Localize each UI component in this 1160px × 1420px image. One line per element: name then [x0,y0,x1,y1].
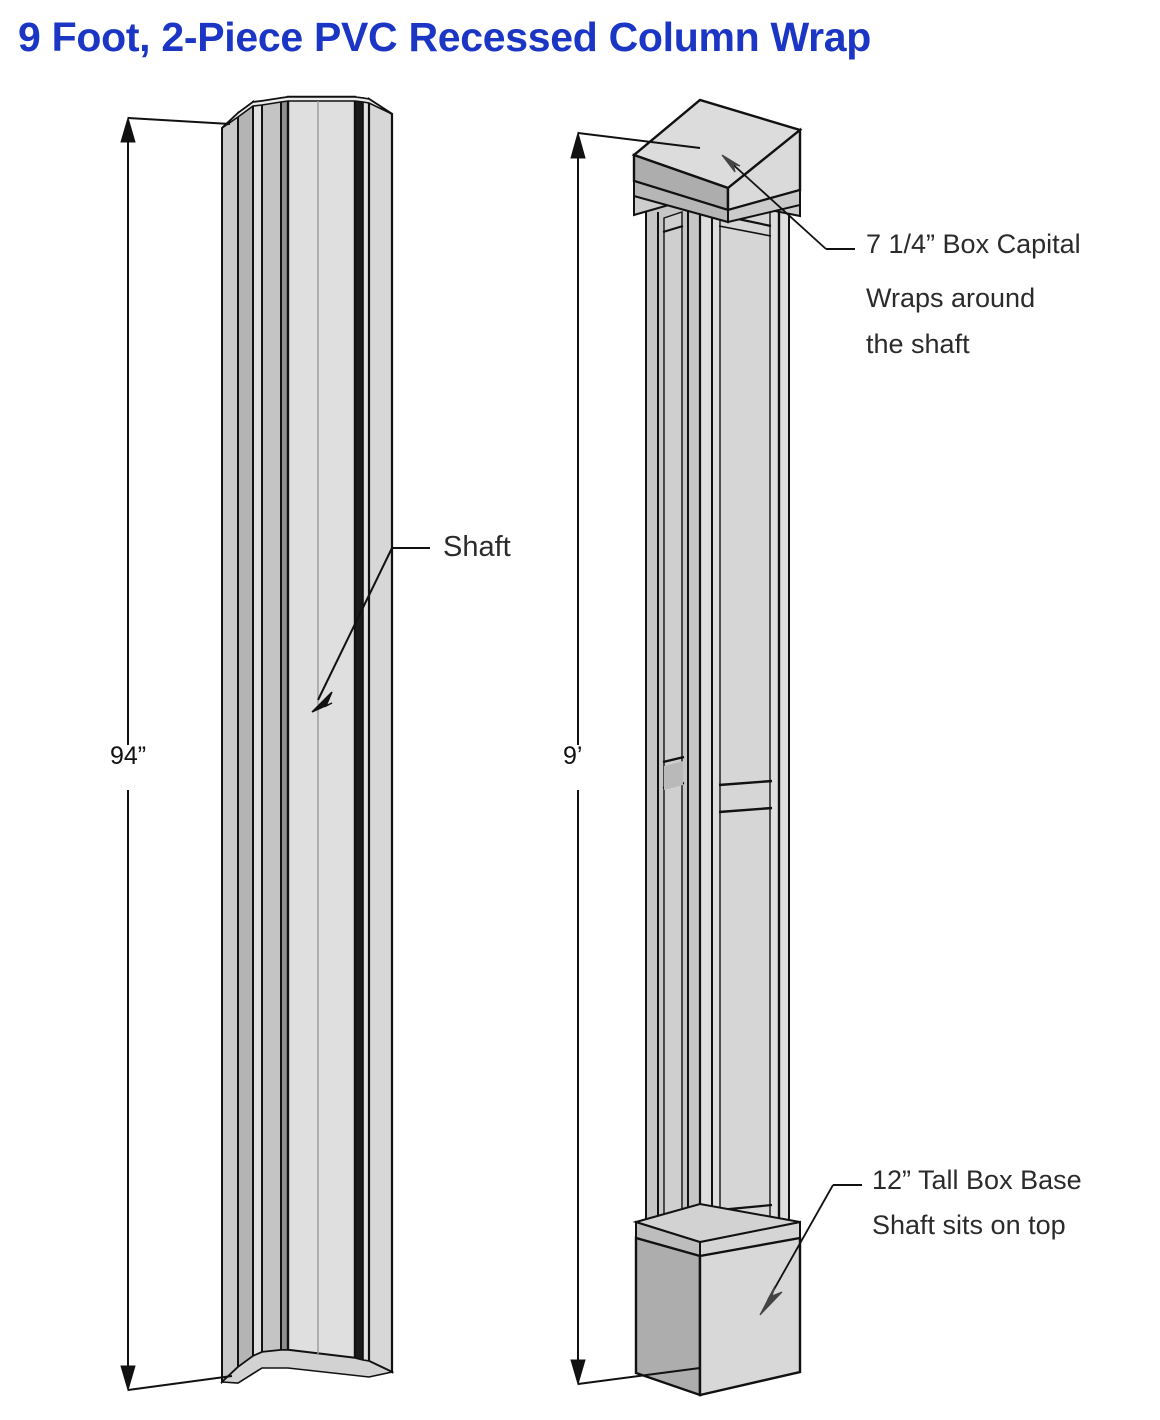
left-column-figure [120,95,430,1392]
left-dimension-label: 94” [110,742,147,770]
left-shaft-right-strip [367,96,394,1374]
page-title: 9 Foot, 2-Piece PVC Recessed Column Wrap [18,14,872,60]
shaft-callout-leader [311,547,430,713]
left-shaft-front-face [286,95,357,1360]
right-dimension-label: 9’ [563,742,583,770]
capital-label-line2: Wraps around [866,283,1036,313]
left-shaft-rear-piece [221,100,254,1385]
base-callout-leader [759,1184,862,1316]
box-base [632,1202,802,1397]
base-label-line1: 12” Tall Box Base [872,1165,1082,1195]
box-capital [631,98,803,224]
base-label-line2: Shaft sits on top [872,1210,1066,1240]
right-dimension-group [570,131,701,1386]
left-shaft-top-edge [221,96,393,129]
capital-label-line1: 7 1/4” Box Capital [866,229,1081,259]
right-column-figure [570,98,862,1397]
left-shaft-seam-groove [354,96,370,1362]
shaft-label: Shaft [443,531,511,563]
left-shaft-side-face [261,96,282,1354]
left-shaft-left-return [252,99,263,1358]
left-shaft-bottom-edge [220,1349,395,1384]
capital-callout-leader [721,154,855,250]
capital-label-line3: the shaft [866,329,970,359]
right-shaft-front-panel-detail [711,189,781,1253]
left-dimension-group [120,116,233,1392]
